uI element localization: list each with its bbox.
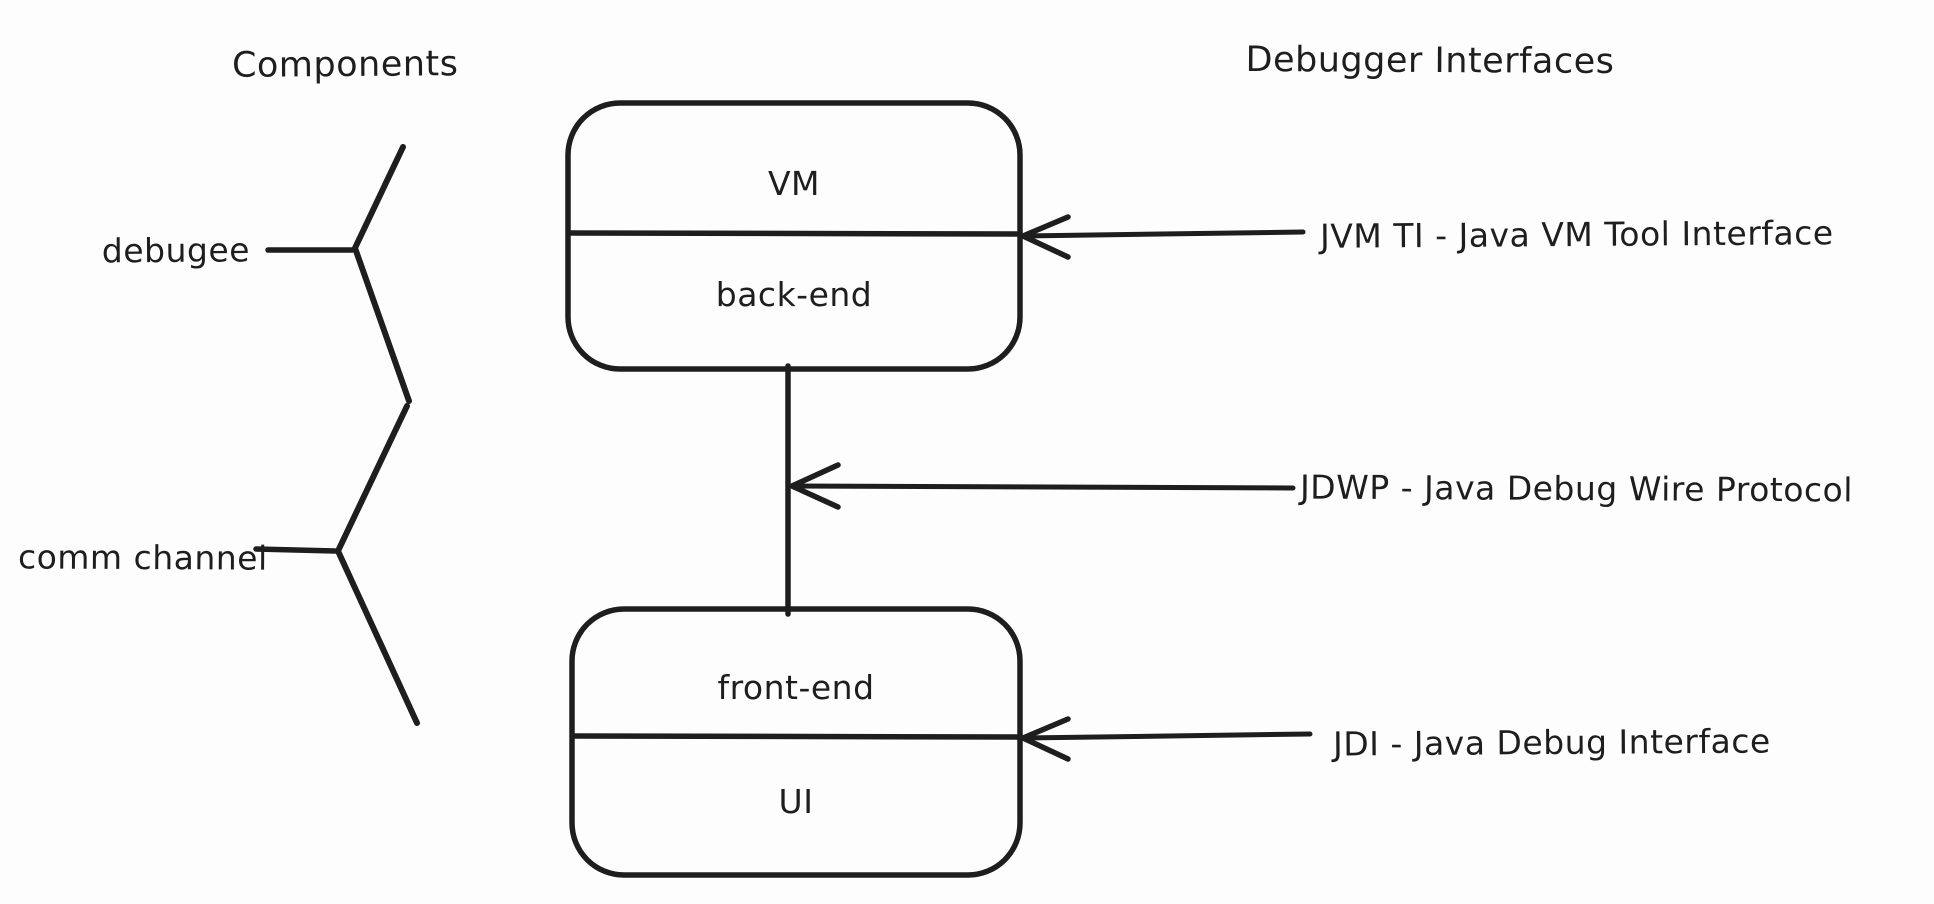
jdwp-interface-label: JDWP - Java Debug Wire Protocol <box>1299 467 1854 510</box>
frontend-ui-divider <box>570 733 1022 740</box>
vm-label: VM <box>767 164 821 203</box>
jdi-interface-label: JDI - Java Debug Interface <box>1332 721 1771 764</box>
debugee-label: debugee <box>101 230 251 271</box>
components-heading: Components <box>231 44 459 86</box>
comm-channel-label: comm channel <box>17 537 268 578</box>
jdwp-arrow-line <box>789 483 1296 491</box>
jvmti-interface-label: JVM TI - Java VM Tool Interface <box>1319 213 1834 256</box>
backend-label: back-end <box>715 275 873 314</box>
jdwp-arrowhead <box>789 462 841 510</box>
debugger-interfaces-heading: Debugger Interfaces <box>1245 40 1615 82</box>
jdi-arrow-line <box>1020 731 1313 741</box>
jvmti-arrow-line <box>1020 229 1306 239</box>
debugee-brace <box>352 144 412 404</box>
ui-label: UI <box>778 782 814 821</box>
frontend-ui-box <box>569 606 1023 878</box>
jvmti-arrowhead <box>1020 214 1071 260</box>
jdi-arrowhead <box>1020 716 1071 762</box>
comm-channel-brace <box>335 403 420 726</box>
comm-channel-tick <box>253 546 338 554</box>
vm-backend-divider <box>566 230 1023 237</box>
frontend-label: front-end <box>717 668 875 707</box>
